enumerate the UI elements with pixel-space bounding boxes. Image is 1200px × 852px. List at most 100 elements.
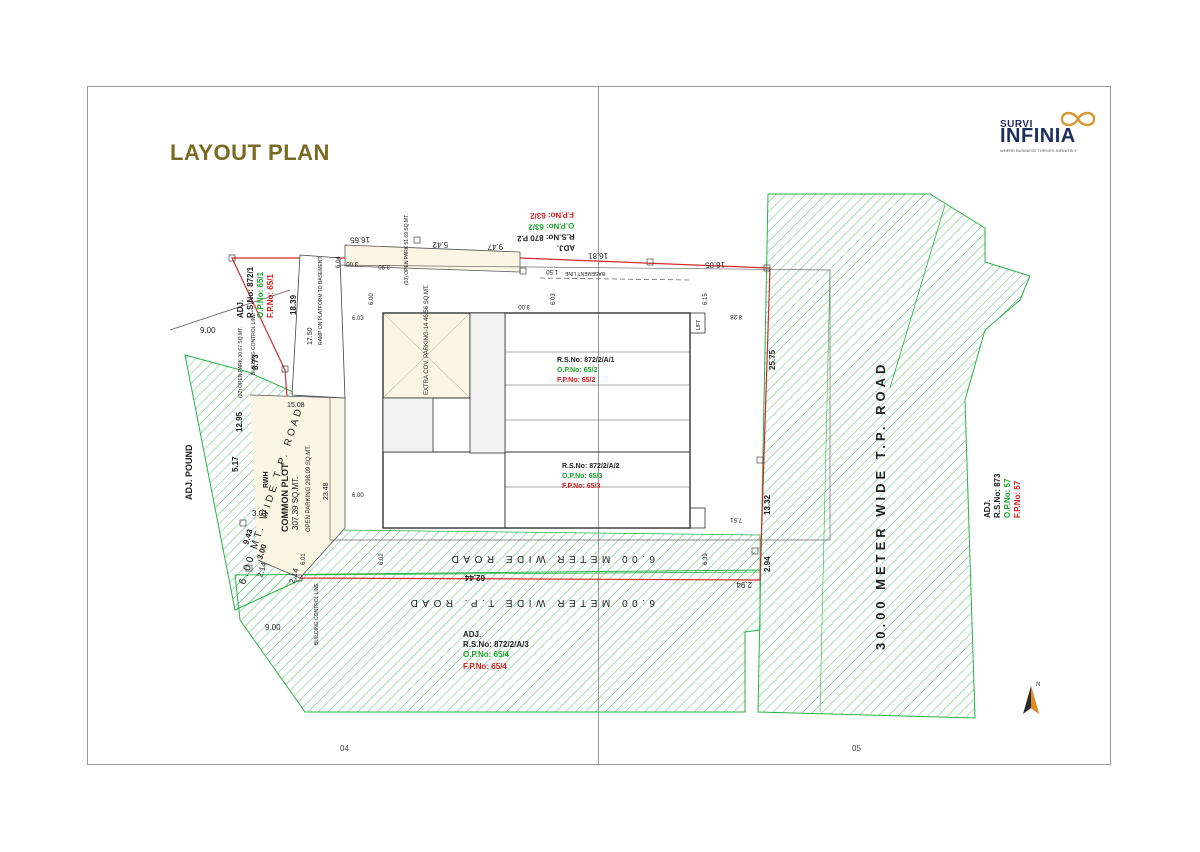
- dim-1665: 16.65: [349, 235, 370, 245]
- bldg-b-rs: R.S.No: 872/2/A/2: [562, 463, 620, 470]
- dim-1750: 17.50: [307, 327, 314, 345]
- dim-150: 1.50: [546, 268, 558, 274]
- bottom-adj-op: O.P.No: 65/4: [463, 650, 510, 659]
- common-plot-outline: [249, 394, 346, 579]
- top-adj-fp: F.P.No: 63/2: [529, 210, 574, 221]
- dim-604: 6.04: [336, 256, 342, 268]
- bottom-adj-label: ADJ.: [463, 630, 481, 639]
- road-6m-bottom-label: 6.00 METER WIDE T.P. ROAD: [406, 597, 655, 608]
- rwh-label: RWH: [263, 471, 270, 488]
- internal-road-area: [301, 529, 761, 576]
- dim-600b: 6.00: [352, 493, 364, 499]
- dim-900b: 9.00: [265, 623, 281, 632]
- dim-1332: 13.32: [763, 494, 772, 515]
- dim-301: 3.01: [252, 509, 268, 518]
- dim-873: 8.73: [251, 354, 260, 370]
- dim-603a: 6.03: [352, 316, 364, 322]
- north-arrow-icon: N: [1023, 682, 1040, 714]
- common-plot-label: COMMON PLOT: [280, 463, 290, 532]
- road-30m-inner-line: [889, 204, 946, 389]
- bldg-b-op: O.P.No: 65/3: [562, 473, 602, 480]
- right-adj-label: ADJ.: [983, 500, 992, 518]
- dim-2348: 23.48: [323, 482, 330, 500]
- basement-line: [539, 277, 691, 281]
- dim-294b: 2.94: [736, 580, 752, 589]
- road-30m-area: [757, 193, 1031, 719]
- lift-box-2: [689, 507, 706, 529]
- open-parking-label: OPEN PARKING 298.09 SQ.MT.: [306, 445, 312, 532]
- extra-parking-label: EXTRA COV. PARKING-14 46.56 SQ.MT.: [424, 284, 430, 395]
- bldg-a-op: O.P.No: 65/2: [557, 367, 597, 374]
- dim-1681: 16.81: [587, 251, 608, 261]
- dim-600a: 6.00: [369, 293, 375, 305]
- plot-right-adj: ADJ. R.S.No: 873 O.P.No: 57 F.P.No: 57: [983, 473, 1022, 518]
- dim-1508: 15.08: [287, 402, 305, 409]
- building-a-labels: R.S.No: 872/2/A/1 O.P.No: 65/2 F.P.No: 6…: [557, 357, 615, 384]
- top-adj-op: O.P.No: 63/2: [528, 221, 575, 232]
- boundary-markers: [228, 236, 771, 582]
- ramp-label: RAMP ON PLATFORM TO BASEMENT: [318, 256, 324, 345]
- left-adj-rs: R.S.No: 872/1: [246, 266, 255, 318]
- dim-639: 6.39: [703, 553, 709, 565]
- bottom-adj-rs: R.S.No: 872/2/A/3: [463, 640, 529, 649]
- dim-517: 5.17: [231, 456, 240, 472]
- building-control-line-top: [169, 289, 291, 331]
- road-30m-label: 30.00 METER WIDE T.P. ROAD: [873, 361, 888, 650]
- dim-300b: 3.00: [346, 260, 358, 266]
- stair-core-2: [382, 397, 434, 453]
- bldg-b-fp: F.P.No: 65/3: [562, 483, 600, 490]
- building-b-labels: R.S.No: 872/2/A/2 O.P.No: 65/3 F.P.No: 6…: [562, 463, 620, 490]
- dim-2575: 25.75: [768, 349, 777, 370]
- open-park-top-label: (03) OPEN PARK 51.69 SQ.MT.: [404, 214, 410, 285]
- plot-left-adj: ADJ. R.S.No: 872/1 O.P.No: 65/1 F.P.No: …: [236, 266, 275, 318]
- building-line-bottom-label: BUILDING CONTROL LINE: [314, 583, 320, 645]
- dim-6244: 62.44: [464, 573, 485, 582]
- left-adj-op: O.P.No: 65/1: [256, 271, 265, 318]
- page-fold-line: [598, 86, 599, 765]
- logo-tagline: WHERE BUSINESS THRIVES INFINITELY: [1000, 148, 1077, 153]
- dim-603b: 6.03: [551, 293, 557, 305]
- dim-294a: 2.94: [763, 556, 772, 572]
- ramp-area: [291, 254, 346, 399]
- north-label: N: [1036, 682, 1040, 688]
- road-30m-inner-line-2: [819, 269, 831, 713]
- dim-542: 5.42: [432, 240, 448, 250]
- left-adj-label: ADJ.: [236, 300, 245, 318]
- dim-751: 7.51: [730, 516, 742, 522]
- site-inner-outline: [329, 264, 831, 541]
- right-adj-rs: R.S.No: 873: [993, 473, 1002, 518]
- dim-1295: 12.95: [235, 411, 244, 432]
- dim-1839: 18.39: [289, 294, 298, 315]
- common-plot-area: 307.39 SQ.MT.: [291, 477, 300, 530]
- dim-947: 9.47: [487, 242, 503, 252]
- page-number-left: 04: [340, 744, 349, 753]
- logo-infinia: INFINIA: [1000, 125, 1076, 147]
- dim-1605: 16.05: [704, 260, 725, 270]
- basement-line-label: BASEMENT LINE: [564, 270, 605, 276]
- dim-900a: 9.00: [200, 326, 216, 335]
- right-adj-op: O.P.No: 57: [1003, 478, 1012, 518]
- plot-bottom-adj: ADJ. R.S.No: 872/2/A/3 O.P.No: 65/4 F.P.…: [463, 630, 529, 671]
- lift-label: LIFT: [696, 320, 702, 330]
- logo-survi: SURVI: [1000, 119, 1033, 130]
- dim-828: 8.28: [730, 313, 742, 319]
- dim-300c: 3.00: [518, 303, 530, 309]
- building-line-top-label: BUILDING CONTROL LINE: [251, 313, 257, 375]
- left-adj-fp: F.P.No: 65/1: [266, 274, 275, 318]
- bldg-a-rs: R.S.No: 872/2/A/1: [557, 357, 615, 364]
- right-adj-fp: F.P.No: 57: [1013, 480, 1022, 518]
- infinity-loop-icon: [1060, 111, 1096, 127]
- road-6m-internal-label: 6.00 METER WIDE ROAD: [447, 553, 655, 564]
- survi-infinia-logo: SURVI INFINIA WHERE BUSINESS THRIVES INF…: [1000, 108, 1100, 153]
- open-park-left-label: (02) OPEN PARK 30.67 SQ.MT.: [238, 327, 244, 398]
- page-frame: [87, 86, 1111, 765]
- page-number-right: 05: [852, 744, 861, 753]
- dim-615: 6.15: [703, 293, 709, 305]
- top-adj-rs: R.S.No: 870 P.2: [516, 232, 574, 243]
- adj-pound-label: ADJ. POUND: [184, 444, 194, 500]
- dim-390: 3.90: [378, 263, 390, 269]
- bldg-a-fp: F.P.No: 65/2: [557, 377, 595, 384]
- plot-top-adj: ADJ. R.S.No: 870 P.2 O.P.No: 63/2 F.P.No…: [516, 210, 575, 253]
- dim-601: 6.01: [301, 553, 307, 565]
